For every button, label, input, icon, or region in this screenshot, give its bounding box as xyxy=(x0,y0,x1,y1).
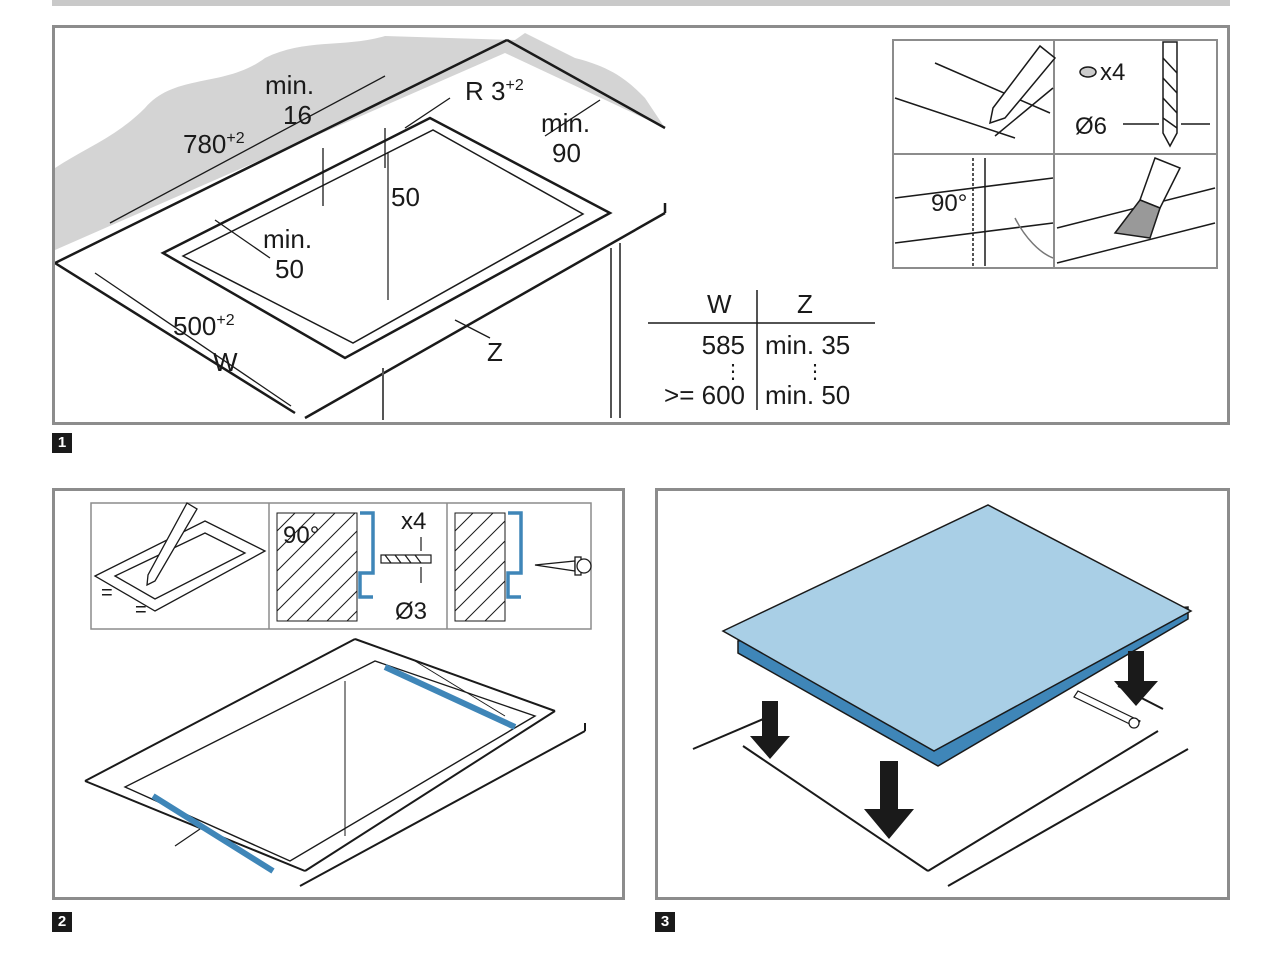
dim-min-mid: min. xyxy=(263,224,312,254)
drill-bit-icon xyxy=(1079,41,1210,148)
dim-min-right-value: 90 xyxy=(552,138,581,168)
table-ellipsis-w: ⋮ xyxy=(723,361,743,383)
dim-length: 780+2 xyxy=(183,129,245,159)
down-arrow-center xyxy=(864,761,914,839)
panel-bracket-mounting: = = 90° x4 Ø3 xyxy=(52,488,625,900)
pencil-icon xyxy=(93,502,267,612)
dim-radius: R 3+2 xyxy=(465,76,524,106)
countertop xyxy=(55,38,667,420)
table-ellipsis-z: ⋮ xyxy=(805,361,825,383)
saw-angle-label: 90° xyxy=(931,190,967,217)
hatched-section-2 xyxy=(454,512,506,622)
wz-table: W Z 585 min. 35 ⋮ ⋮ >= 600 min. 50 xyxy=(648,289,875,410)
dim-w-label: W xyxy=(213,347,238,377)
hob-glass-top xyxy=(721,504,1193,752)
dim-min-top-value: 16 xyxy=(283,100,312,130)
step-number-3: 3 xyxy=(655,912,675,932)
mounting-bracket-back xyxy=(383,660,517,730)
dim-min-right: min. xyxy=(541,108,590,138)
mounting-bracket-front xyxy=(151,793,275,874)
bracket-mounting-diagram: = = 90° x4 Ø3 xyxy=(84,502,592,887)
top-rule xyxy=(52,0,1230,6)
equal-mark-b: = xyxy=(135,599,147,621)
panel-cutout-dimensions: min. 16 R 3+2 780+2 min. 90 50 min. 50 5… xyxy=(52,25,1230,425)
wall-shape xyxy=(55,33,665,250)
drill-bit-icon xyxy=(380,537,432,583)
table-header-z: Z xyxy=(797,289,813,319)
hatched-section xyxy=(276,512,358,622)
screw-icon xyxy=(534,556,592,576)
tool-grid: x4 Ø6 90° xyxy=(892,39,1218,269)
dim-depth-50: 50 xyxy=(391,182,420,212)
dim-min-mid-value: 50 xyxy=(275,254,304,284)
table-row1-w: 585 xyxy=(702,330,745,360)
dimension-lines xyxy=(94,75,601,407)
table-row2-w: >= 600 xyxy=(664,380,745,410)
angle-label: 90° xyxy=(283,522,319,549)
bracket-profile-2 xyxy=(506,511,523,599)
step-number-2: 2 xyxy=(52,912,72,932)
dim-width: 500+2 xyxy=(173,311,235,341)
table-header-w: W xyxy=(707,289,732,319)
countertop-outline xyxy=(84,638,586,887)
table-row1-z: min. 35 xyxy=(765,330,850,360)
dim-z-label: Z xyxy=(487,337,503,367)
cutout-opening xyxy=(160,116,613,360)
equal-mark-a: = xyxy=(101,582,113,604)
saw-icon xyxy=(894,158,1054,266)
brush-icon xyxy=(1056,157,1216,264)
cutout-dimension-diagram: min. 16 R 3+2 780+2 min. 90 50 min. 50 5… xyxy=(55,33,1218,420)
drill-size-label: Ø6 xyxy=(1075,113,1107,140)
step-number-1: 1 xyxy=(52,433,72,453)
countertop-outline xyxy=(692,685,1189,887)
table-row2-z: min. 50 xyxy=(765,380,850,410)
dim-min-top: min. xyxy=(265,70,314,100)
panel-hob-insertion xyxy=(655,488,1230,900)
screw-count-label: x4 xyxy=(401,508,426,535)
detail-strip xyxy=(90,502,592,630)
down-arrow-right xyxy=(1114,651,1158,706)
bracket-profile xyxy=(358,511,375,599)
drill-count-label: x4 xyxy=(1100,59,1125,86)
cabinet-lines xyxy=(382,243,621,420)
pencil-icon xyxy=(894,44,1057,139)
hole-size-label: Ø3 xyxy=(395,598,427,625)
fixing-rail xyxy=(1073,690,1141,729)
hob-insertion-diagram xyxy=(692,504,1193,887)
down-arrow-left xyxy=(750,701,790,759)
